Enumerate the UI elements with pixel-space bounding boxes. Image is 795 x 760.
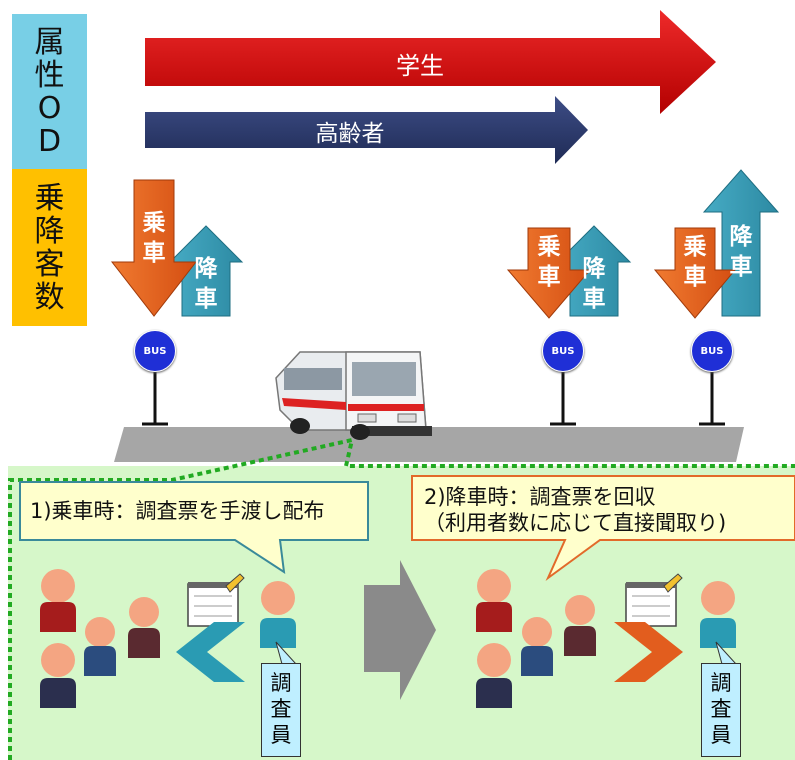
collect-chevron — [614, 622, 683, 682]
handout-chevron — [176, 622, 245, 682]
bus-icon — [275, 351, 432, 440]
investigator-left — [260, 581, 296, 648]
stop3-alight-label: 降 車 — [729, 224, 753, 280]
passenger — [84, 617, 116, 676]
clipboard-icon — [625, 573, 683, 627]
bus-stop-pole-1 — [142, 370, 168, 426]
passenger — [564, 595, 596, 656]
stop3-board-arrow — [653, 227, 737, 319]
passenger-group-right — [476, 569, 596, 708]
stop2-board-label: 乗 車 — [537, 234, 561, 290]
investigator-label-right: 調 査 員 — [701, 663, 741, 757]
passenger — [476, 569, 512, 632]
survey-area-border — [8, 437, 795, 760]
bus-stop-pole-2 — [550, 370, 576, 426]
callout-step1-bubble — [19, 481, 369, 575]
student-arrow-label: 学生 — [396, 52, 444, 80]
passenger — [521, 617, 553, 676]
passenger — [40, 569, 76, 632]
student-arrow — [145, 10, 716, 114]
clipboard-icon — [187, 573, 245, 627]
passenger — [476, 643, 512, 708]
investigator-right — [700, 581, 736, 648]
road — [114, 427, 744, 462]
stop3-board-label: 乗 車 — [683, 234, 707, 290]
elderly-arrow-label: 高齢者 — [315, 121, 385, 147]
boarding-count-label: 乗 降 客 数 — [34, 180, 65, 315]
investigator-label-left: 調 査 員 — [261, 663, 301, 757]
bus-stop-pole-3 — [699, 370, 725, 426]
transition-arrow — [364, 560, 436, 700]
callout-step2-line1: 2)降車時：調査票を回収 — [424, 485, 656, 509]
callout-step1-text: 1)乗車時：調査票を手渡し配布 — [30, 499, 325, 523]
passenger — [128, 597, 160, 658]
stop1-alight-label: 降 車 — [194, 256, 218, 312]
bus-stop-sign-2: BUS — [542, 330, 584, 372]
stop1-board-label: 乗 車 — [142, 210, 166, 266]
stop1-board-arrow — [110, 179, 198, 317]
passenger — [40, 643, 76, 708]
callout-step2-line2: （利用者数に応じて直接聞取り) — [424, 511, 727, 535]
stop2-board-arrow — [506, 227, 592, 319]
bus-stop-sign-3: BUS — [691, 330, 733, 372]
boarding-count-panel: 乗 降 客 数 — [12, 169, 87, 326]
elderly-arrow — [145, 96, 588, 164]
bus-stop-sign-1: BUS — [134, 330, 176, 372]
stop2-alight-label: 降 車 — [582, 256, 606, 312]
passenger-group-left — [40, 569, 160, 708]
attribute-od-label: 属 性 O D — [34, 24, 65, 159]
attribute-od-panel: 属 性 O D — [12, 14, 87, 169]
callout-step2-bubble — [411, 475, 795, 582]
